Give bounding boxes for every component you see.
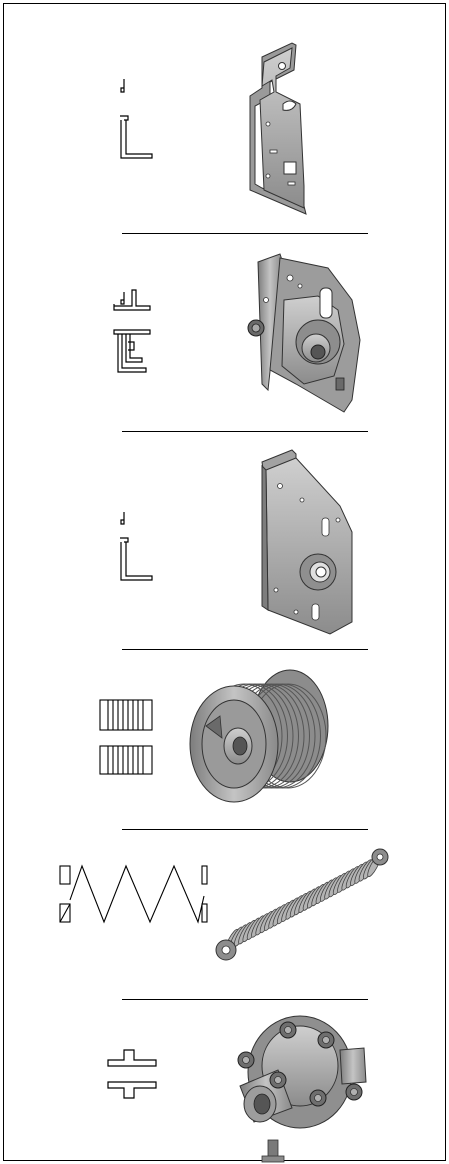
section-torsion-spring (59, 848, 389, 961)
section-cable-drum (99, 669, 329, 803)
torsion-spring-illustration (215, 848, 389, 961)
section-end-bearing-plate (120, 449, 353, 635)
shaft-coupling-illustration (237, 1015, 367, 1163)
bolt-center (314, 1094, 322, 1102)
bolt-center (350, 1088, 358, 1096)
end-bearing-plate-illustration (261, 449, 353, 635)
sheet-border (3, 3, 446, 1161)
bolt-center (284, 1026, 292, 1034)
double-angle-symbol (113, 289, 151, 373)
angle-bracket-symbol (120, 512, 153, 581)
bearing-bracket-with-plate-illustration (247, 253, 361, 413)
bolt-center (274, 1076, 282, 1084)
section-shaft-coupling (107, 1015, 367, 1163)
spring-symbol (59, 864, 208, 924)
bolt-center (242, 1056, 250, 1064)
angle-bracket-symbol (120, 79, 153, 159)
coupling-symbol (107, 1049, 157, 1099)
section-top-bracket (120, 42, 307, 215)
section-dividers (122, 233, 368, 1000)
drum-symbol (99, 699, 153, 775)
bolt-center (322, 1036, 330, 1044)
cable-drum-illustration (189, 669, 329, 803)
section-bearing-bracket (113, 253, 361, 413)
mounting-bracket-illustration (249, 42, 307, 215)
